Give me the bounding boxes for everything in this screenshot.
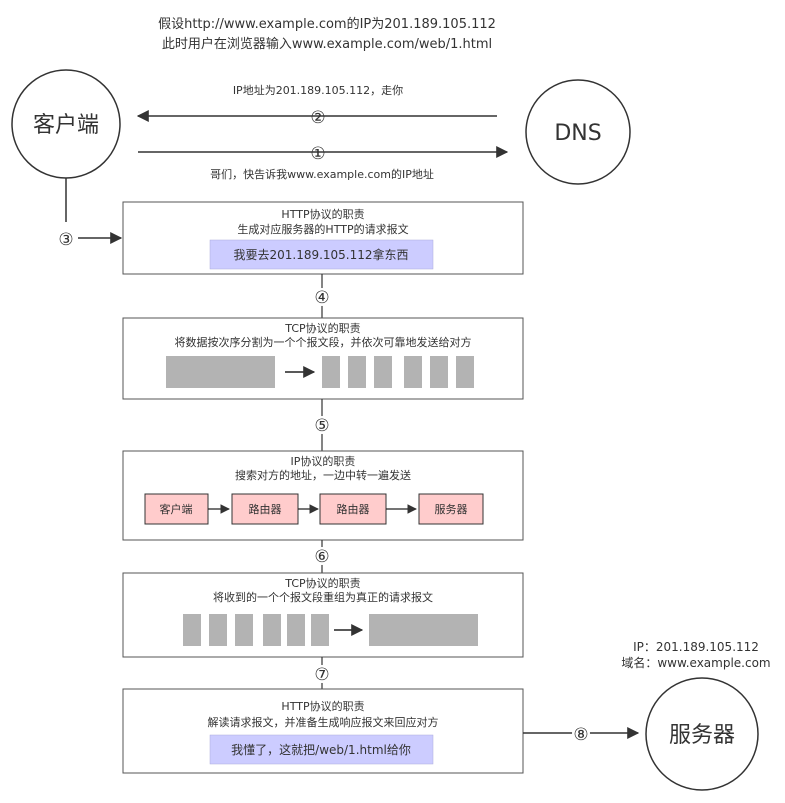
step-5-label: ⑤ [314, 416, 329, 436]
tcp-send-segment [374, 356, 392, 388]
dns-reply-step: ② [310, 108, 325, 128]
http-send-subtitle: 生成对应服务器的HTTP的请求报文 [237, 222, 408, 236]
header-line-1: 假设http://www.example.com的IP为201.189.105.… [158, 16, 496, 32]
step-7-label: ⑦ [314, 665, 329, 685]
dns-reply-label: IP地址为201.189.105.112，走你 [233, 83, 403, 97]
step-4-label: ④ [314, 288, 329, 308]
http-send-message: 我要去201.189.105.112拿东西 [233, 247, 408, 262]
tcp-send-segment [322, 356, 340, 388]
http-recv-message: 我懂了，这就把/web/1.html给你 [231, 742, 411, 757]
dns-query-label: 哥们，快告诉我www.example.com的IP地址 [210, 167, 434, 181]
http-recv-box: HTTP协议的职责 解读请求报文，并准备生成响应报文来回应对方 我懂了，这就把/… [122, 688, 524, 774]
server-label: 服务器 [669, 723, 735, 748]
client-node: 客户端 [11, 69, 121, 179]
tcp-recv-box: TCP协议的职责 将收到的一个个报文段重组为真正的请求报文 [122, 572, 524, 658]
tcp-send-whole-data [166, 356, 275, 388]
step-3-label: ③ [58, 230, 73, 250]
step-8-label: ⑧ [573, 725, 588, 745]
http-send-box: HTTP协议的职责 生成对应服务器的HTTP的请求报文 我要去201.189.1… [122, 201, 524, 275]
tcp-send-segment [430, 356, 448, 388]
tcp-recv-title: TCP协议的职责 [284, 576, 360, 590]
ip-route-label: 路由器 [249, 502, 282, 516]
http-recv-subtitle: 解读请求报文，并准备生成响应报文来回应对方 [208, 715, 439, 729]
header-line-2: 此时用户在浏览器输入www.example.com/web/1.html [162, 36, 492, 52]
dns-query-step: ① [310, 144, 325, 164]
tcp-recv-segment [235, 614, 253, 646]
tcp-send-subtitle: 将数据按次序分割为一个个报文段，并依次可靠地发送给对方 [175, 335, 472, 349]
ip-route-node [144, 493, 209, 525]
tcp-send-title: TCP协议的职责 [284, 321, 360, 335]
tcp-recv-subtitle: 将收到的一个个报文段重组为真正的请求报文 [213, 590, 433, 604]
ip-route-label: 客户端 [160, 502, 193, 516]
ip-route-node [319, 493, 387, 525]
tcp-recv-segment [311, 614, 329, 646]
server-domain: 域名：www.example.com [621, 655, 770, 670]
step-6-label: ⑥ [314, 547, 329, 567]
ip-route-node [418, 493, 484, 525]
ip-route-label: 路由器 [337, 502, 370, 516]
http-send-title: HTTP协议的职责 [281, 207, 364, 221]
http-send-message-box [209, 239, 434, 270]
ip-title: IP协议的职责 [291, 454, 356, 468]
ip-box: IP协议的职责 搜索对方的地址，一边中转一遍发送 客户端 路由器 路由器 服务器 [122, 450, 524, 541]
tcp-send-segment [456, 356, 474, 388]
server-ip: IP：201.189.105.112 [633, 640, 759, 654]
ip-route-label: 服务器 [435, 503, 468, 516]
http-recv-message-box [209, 734, 434, 765]
tcp-recv-segment [209, 614, 227, 646]
tcp-send-segment [404, 356, 422, 388]
dns-node: DNS [525, 79, 631, 185]
http-recv-title: HTTP协议的职责 [281, 699, 364, 713]
tcp-recv-segment [287, 614, 305, 646]
tcp-send-segment [348, 356, 366, 388]
tcp-send-box: TCP协议的职责 将数据按次序分割为一个个报文段，并依次可靠地发送给对方 [122, 317, 524, 400]
tcp-recv-whole-data [369, 614, 478, 646]
tcp-recv-segment [263, 614, 281, 646]
tcp-recv-segment [183, 614, 201, 646]
client-label: 客户端 [33, 113, 99, 138]
ip-route-node [231, 493, 299, 525]
dns-label: DNS [554, 121, 601, 146]
server-node: 服务器 [645, 677, 759, 791]
ip-subtitle: 搜索对方的地址，一边中转一遍发送 [235, 468, 411, 482]
